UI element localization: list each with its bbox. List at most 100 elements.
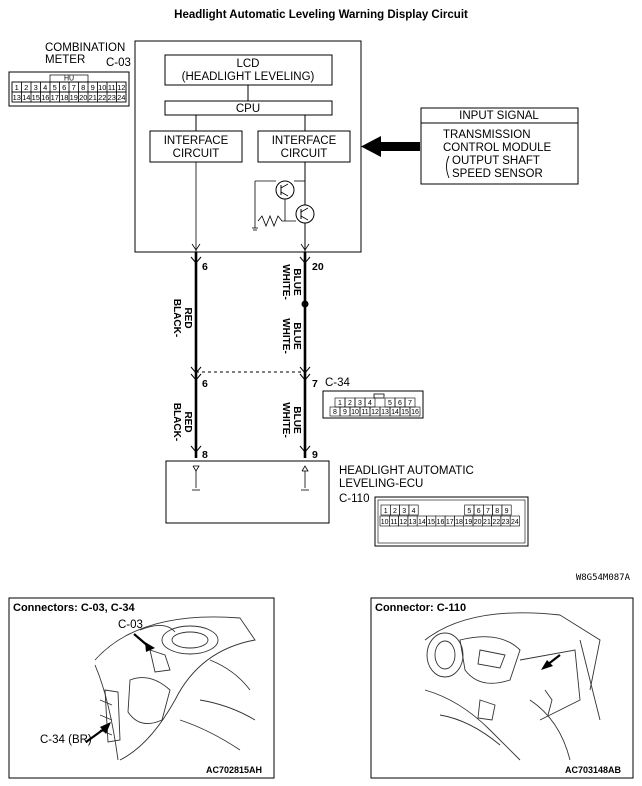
wire-color-black-red-lower: BLACK- <box>171 403 182 441</box>
photo2-code: AC703148AB <box>565 765 622 775</box>
connector-pin-number: 3 <box>34 83 38 92</box>
connector-pin-number: 10 <box>351 409 359 416</box>
connector-pin-number: 2 <box>24 83 28 92</box>
connector-pin-number: 5 <box>53 83 57 92</box>
connector-pin-number: 13 <box>381 409 389 416</box>
connector-pin-cell <box>408 504 419 516</box>
connector-pin-number: 10 <box>381 519 389 526</box>
input-signal-line1: TRANSMISSION <box>443 129 531 141</box>
connector-pin-number: 2 <box>393 508 397 515</box>
connector-pin-number: 6 <box>62 83 66 92</box>
console-illustration <box>424 612 601 761</box>
combination-meter-label: COMBINATION <box>45 42 125 54</box>
connector-c03-label: C-03 <box>106 57 131 69</box>
wire-color-white-blue-upper-2: BLUE <box>291 268 302 296</box>
connector-pin-number: 7 <box>408 400 412 407</box>
connector-pin-cell <box>501 504 512 516</box>
connector-pin-number: 14 <box>391 409 399 416</box>
pin-9-bottom: 9 <box>312 449 318 461</box>
input-signal-line2: CONTROL MODULE <box>443 142 552 154</box>
connector-pin-number: 15 <box>401 409 409 416</box>
connector-pin-number: 20 <box>474 519 482 526</box>
ecu-box <box>165 460 330 524</box>
wire-color-white-blue-lower: WHITE- <box>280 402 291 438</box>
photo1-callout-c34: C-34 (BR) <box>40 734 92 746</box>
photo1-code: AC702815AH <box>206 765 262 775</box>
photo1-callout-c03: C-03 <box>118 619 143 631</box>
connector-pin-number: 21 <box>483 519 491 526</box>
interface-circuit-1-sublabel: CIRCUIT <box>173 148 220 160</box>
ecu-label-line2: LEVELING-ECU <box>339 478 423 490</box>
connector-pin-number: 1 <box>338 400 342 407</box>
connector-pin-number: 3 <box>402 508 406 515</box>
connector-pin-number: 16 <box>41 93 49 102</box>
wire-color-black-red-lower-2: RED <box>182 411 193 432</box>
connector-pin-number: 6 <box>477 508 481 515</box>
dashboard-illustration <box>94 616 256 761</box>
connector-pin-number: 12 <box>371 409 379 416</box>
connector-pin-number: 11 <box>361 409 368 416</box>
connector-pin-number: 12 <box>399 519 407 526</box>
connector-pin-number: 19 <box>70 93 78 102</box>
connector-pin-number: 17 <box>446 519 454 526</box>
cpu-label: CPU <box>236 103 260 115</box>
connector-pin-number: 21 <box>89 93 97 102</box>
connector-pin-number: 7 <box>72 83 76 92</box>
connector-pin-number: 24 <box>117 93 125 102</box>
connector-pin-number: 11 <box>108 83 116 92</box>
transistor-circuit <box>252 162 315 252</box>
connector-pin-number: 17 <box>51 93 59 102</box>
lcd-sublabel: (HEADLIGHT LEVELING) <box>182 71 315 83</box>
interface-circuit-2 <box>257 130 351 163</box>
interface-circuit-2-sublabel: CIRCUIT <box>281 148 328 160</box>
connector-pin-number: 13 <box>13 93 21 102</box>
connector-pin-number: 24 <box>511 519 519 526</box>
pin-7-mid: 7 <box>312 378 318 390</box>
connector-pin-number: 15 <box>427 519 435 526</box>
connector-pin-number: 8 <box>495 508 499 515</box>
pin-20-top: 20 <box>312 261 324 273</box>
input-signal-arrow <box>361 136 420 157</box>
connector-pin-number: 13 <box>409 519 417 526</box>
connector-pin-cell <box>509 515 520 527</box>
connector-pin-number: 16 <box>411 409 419 416</box>
connector-pin-number: 4 <box>43 83 47 92</box>
photo-panel-connector-c110: Connector: C-110 AC703148AB <box>370 597 634 779</box>
pin-6-top: 6 <box>202 261 208 273</box>
lcd-label: LCD <box>236 58 259 70</box>
interface-circuit-2-label: INTERFACE <box>272 135 337 147</box>
connector-pin-number: 4 <box>412 508 416 515</box>
wire-color-white-blue-lower-2: BLUE <box>291 406 302 434</box>
connector-pin-number: 12 <box>117 83 125 92</box>
connector-pin-number: 15 <box>32 93 40 102</box>
ecu-label: HEADLIGHT AUTOMATIC <box>339 465 474 477</box>
connector-pin-number: 9 <box>343 409 347 416</box>
connector-pin-number: 3 <box>358 400 362 407</box>
connector-pin-number: 8 <box>81 83 85 92</box>
input-signal-box <box>420 107 579 185</box>
photo-panel-connectors-c03-c34: Connectors: C-03, C-34 C-03 C-34 (BR) AC… <box>8 597 275 779</box>
connector-pin-number: 4 <box>368 400 372 407</box>
connector-pin-number: 20 <box>79 93 87 102</box>
diagram-title: Headlight Automatic Leveling Warning Dis… <box>174 9 468 21</box>
connector-pin-number: 10 <box>98 83 106 92</box>
connector-pin-number: 14 <box>418 519 426 526</box>
input-signal-line4: SPEED SENSOR <box>452 168 543 180</box>
connector-c03-tag: HU <box>64 76 74 83</box>
connector-pin-number: 18 <box>455 519 463 526</box>
input-signal-line3: OUTPUT SHAFT <box>452 155 540 167</box>
diagram-code: W8G54M087A <box>576 573 631 583</box>
connector-pin-number: 6 <box>398 400 402 407</box>
connector-c110-label: C-110 <box>339 493 369 505</box>
wire-color-black-red-upper-2: RED <box>182 307 193 328</box>
connector-pin-number: 23 <box>502 519 510 526</box>
connector-pin-number: 2 <box>348 400 352 407</box>
photo1-title: Connectors: C-03, C-34 <box>13 602 136 614</box>
combination-meter-label-line2: METER <box>45 54 85 66</box>
input-signal-header: INPUT SIGNAL <box>459 110 539 122</box>
connector-pin-number: 1 <box>384 508 388 515</box>
connector-pin-number: 1 <box>15 83 19 92</box>
